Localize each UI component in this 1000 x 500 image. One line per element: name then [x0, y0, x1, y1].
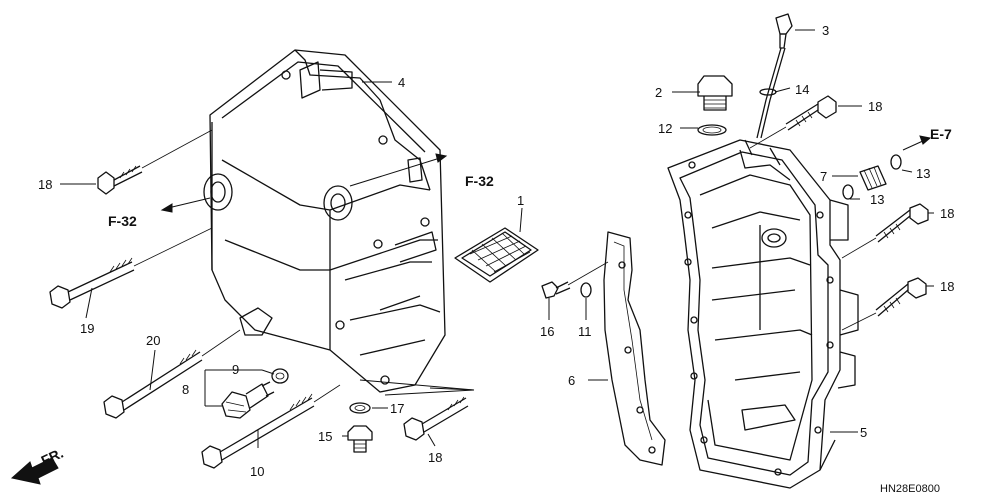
callout-12: 12	[658, 121, 672, 136]
reference-e7: E-7	[930, 126, 952, 142]
callout-18-bottom: 18	[428, 450, 442, 465]
callout-17: 17	[390, 401, 404, 416]
oil-level-sensor	[221, 381, 275, 419]
callout-13-lower: 13	[870, 192, 884, 207]
reference-f32-right: F-32	[465, 173, 494, 189]
callout-5: 5	[860, 425, 867, 440]
callout-10: 10	[250, 464, 264, 479]
callout-18-upper-left: 18	[38, 177, 52, 192]
oil-filter-screen	[454, 227, 539, 283]
bolt-set	[49, 95, 929, 469]
callout-18-upper-right: 18	[868, 99, 882, 114]
callout-6: 6	[568, 373, 575, 388]
callout-9: 9	[232, 362, 239, 377]
diagram-code: HN28E0800	[880, 483, 940, 495]
callout-18-right-middle: 18	[940, 206, 954, 221]
front-direction-arrow: FR.	[10, 445, 66, 485]
crankcase-half	[667, 139, 859, 489]
callout-20: 20	[146, 333, 160, 348]
callout-13-upper: 13	[916, 166, 930, 181]
callout-3: 3	[822, 23, 829, 38]
front-label: FR.	[39, 445, 66, 469]
case-cover-housing	[203, 49, 446, 393]
oil-dipstick	[756, 13, 793, 139]
reference-f32-left: F-32	[108, 213, 137, 229]
callout-4: 4	[398, 75, 405, 90]
callout-2: 2	[655, 85, 662, 100]
callout-11: 11	[578, 324, 592, 339]
callout-15: 15	[318, 429, 332, 444]
leader-lines	[60, 29, 934, 448]
callout-1: 1	[517, 193, 524, 208]
reference-labels: F-32 F-32 E-7	[108, 126, 952, 229]
callout-18-right-lower: 18	[940, 279, 954, 294]
callout-8: 8	[182, 382, 189, 397]
small-parts	[271, 282, 592, 453]
callout-7: 7	[820, 169, 827, 184]
callout-16: 16	[540, 324, 554, 339]
callout-19: 19	[80, 321, 94, 336]
plug-and-orings	[842, 154, 902, 200]
cover-gasket	[603, 231, 666, 466]
callout-14: 14	[795, 82, 809, 97]
callout-labels: 1 2 3 4 5 6 7 8 9 10 11 12 13 13 14 15 1…	[38, 23, 954, 479]
oil-filler-cap	[697, 75, 733, 136]
